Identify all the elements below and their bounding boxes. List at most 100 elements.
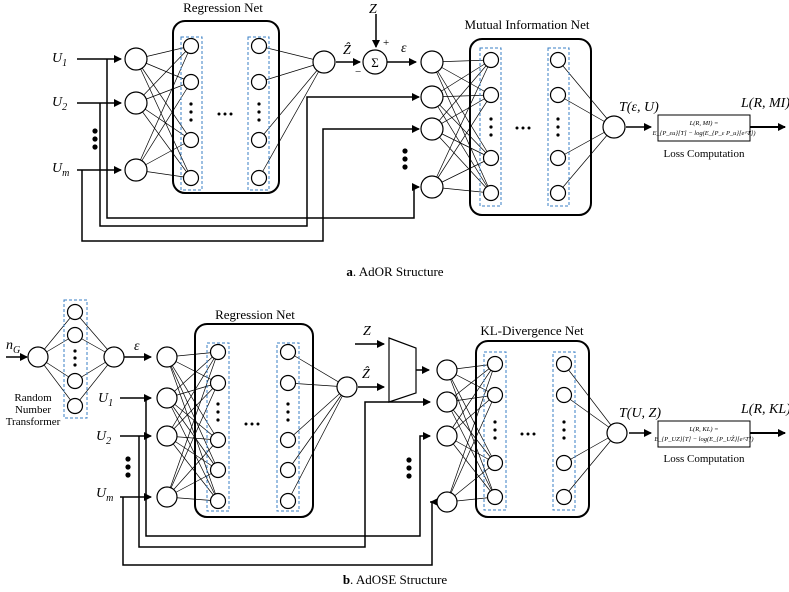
adose-kl-hidden-node xyxy=(486,454,504,472)
adose-kl-input-node xyxy=(436,491,458,513)
ador-regression-title: Regression Net xyxy=(183,0,263,15)
ador-mi-hidden-node xyxy=(549,86,567,104)
adose-reg-hidden-node xyxy=(279,492,297,510)
ador-mi-hidden-node xyxy=(549,149,567,167)
ador-regression-box xyxy=(172,20,280,194)
adose-edge xyxy=(287,351,348,388)
adose-kl-input-node xyxy=(436,425,458,447)
adose-edge xyxy=(166,382,219,437)
adose-rnt-layer-dashed xyxy=(63,299,88,419)
adose-caption: b. AdOSE Structure xyxy=(343,572,448,587)
adose-kl-hidden-node xyxy=(486,386,504,404)
adose-reg-hidden-node xyxy=(279,343,297,361)
adose-reg-hidden-node xyxy=(209,431,227,449)
ador-input-node xyxy=(124,158,148,182)
ador-reg-hidden-node xyxy=(182,73,200,91)
adose-rnt-output-node xyxy=(103,346,125,368)
adose-ellipsis-dot xyxy=(286,410,290,414)
ador-ellipsis-dot xyxy=(527,126,531,130)
ador-loss-formula-line2: E_{P_εu}[T] − log(E_{P_ε P_u}[e^T]) xyxy=(652,130,756,137)
ador-mi-layer1-dashed xyxy=(479,47,502,207)
ador-ellipsis-dot xyxy=(229,112,233,116)
adose-ng-node xyxy=(27,346,49,368)
ador-edge xyxy=(557,126,615,194)
ador-edge xyxy=(431,128,492,194)
adose-ellipsis-dot xyxy=(562,428,566,432)
adose-edge xyxy=(563,363,618,434)
adose-ellipsis-dot xyxy=(526,432,530,436)
ador-ellipsis-dot xyxy=(189,110,193,114)
adose-edge xyxy=(166,351,219,498)
adose-loss-caption: Loss Computation xyxy=(664,453,745,465)
adose-input-ellipsis-dot xyxy=(125,456,131,462)
adose-kl-hidden-node xyxy=(486,355,504,373)
ador-loss-formula-line1: L(R, MI) = xyxy=(689,120,719,127)
adose-ellipsis-dot xyxy=(256,422,260,426)
ador-ellipsis-dot xyxy=(556,133,560,137)
adose-kl-hidden-node xyxy=(555,386,573,404)
adose-ellipsis-dot xyxy=(73,349,77,353)
ador-reg-hidden-node xyxy=(250,169,268,187)
ador-ellipsis-dot xyxy=(257,118,261,122)
adose-loss-formula-line1: L(R, KL) = xyxy=(688,426,718,433)
ador-um-label: Um xyxy=(52,161,69,179)
adose-kl-input-node xyxy=(436,391,458,413)
adose-edge xyxy=(166,351,219,437)
ador-reg-hidden-node xyxy=(182,169,200,187)
ador-skip-u1 xyxy=(106,59,420,219)
ador-u1-label: U1 xyxy=(52,51,67,69)
adose-input-ellipsis-dot xyxy=(125,464,131,470)
adose-rnt-label-line3: Transformer xyxy=(6,416,61,428)
ador-caption: a. AdOR Structure xyxy=(346,264,443,279)
adose-ellipsis-dot xyxy=(562,436,566,440)
ador-edge xyxy=(431,96,492,159)
adose-edge xyxy=(563,432,618,498)
adose-kl-layer1-dashed xyxy=(483,351,507,511)
adose-edge xyxy=(166,351,219,399)
ador-edge xyxy=(258,61,325,141)
adose-reg-input-node xyxy=(156,486,178,508)
ador-l-label: L(R, MI) xyxy=(740,96,789,111)
ador-sum-symbol: Σ xyxy=(371,55,379,70)
ador-ellipsis-dot xyxy=(515,126,519,130)
adose-ellipsis-dot xyxy=(73,356,77,360)
adose-edge xyxy=(166,356,219,502)
adose-rnt-hidden-node xyxy=(66,303,84,321)
adose-l-label: L(R, KL) xyxy=(740,402,789,417)
ador-edge xyxy=(135,45,192,171)
adose-zhat-label: Ẑ xyxy=(362,365,370,382)
adose-edge xyxy=(446,363,496,437)
adose-loss-box xyxy=(657,420,751,448)
adose-regression-title: Regression Net xyxy=(215,307,295,322)
ador-reg-hidden-node xyxy=(182,131,200,149)
ador-mi-hidden-node xyxy=(549,51,567,69)
ador-edge xyxy=(135,58,192,141)
adose-rnt-hidden-node xyxy=(66,326,84,344)
adose-ellipsis-dot xyxy=(493,428,497,432)
adose-um-label: Um xyxy=(96,486,113,504)
adose-regression-box xyxy=(194,323,314,518)
ador-zhat-label: Ẑ xyxy=(343,41,351,58)
adose-reg-hidden-node xyxy=(209,461,227,479)
adose-edge xyxy=(563,394,618,434)
adose-kl-hidden-node xyxy=(555,488,573,506)
adose-reg-hidden-node xyxy=(209,492,227,510)
adose-kl-hidden-node xyxy=(555,454,573,472)
adose-ng-label: nG xyxy=(6,338,20,356)
ador-edge xyxy=(135,45,192,104)
ador-input-ellipsis-dot xyxy=(92,136,98,142)
adose-ellipsis-dot xyxy=(216,402,220,406)
ador-edge xyxy=(557,59,615,128)
ador-mi-hidden-node xyxy=(482,184,500,202)
adose-ellipsis-dot xyxy=(286,402,290,406)
adose-skip-u2 xyxy=(138,398,431,548)
ador-ellipsis-dot xyxy=(257,110,261,114)
ador-ellipsis-dot xyxy=(489,125,493,129)
ador-ellipsis-dot xyxy=(489,117,493,121)
ador-edge xyxy=(431,94,492,188)
adose-reg-hidden-node xyxy=(279,374,297,392)
ador-ellipsis-dot xyxy=(489,133,493,137)
adose-reg-hidden-node xyxy=(279,431,297,449)
ador-loss-box xyxy=(657,114,751,142)
